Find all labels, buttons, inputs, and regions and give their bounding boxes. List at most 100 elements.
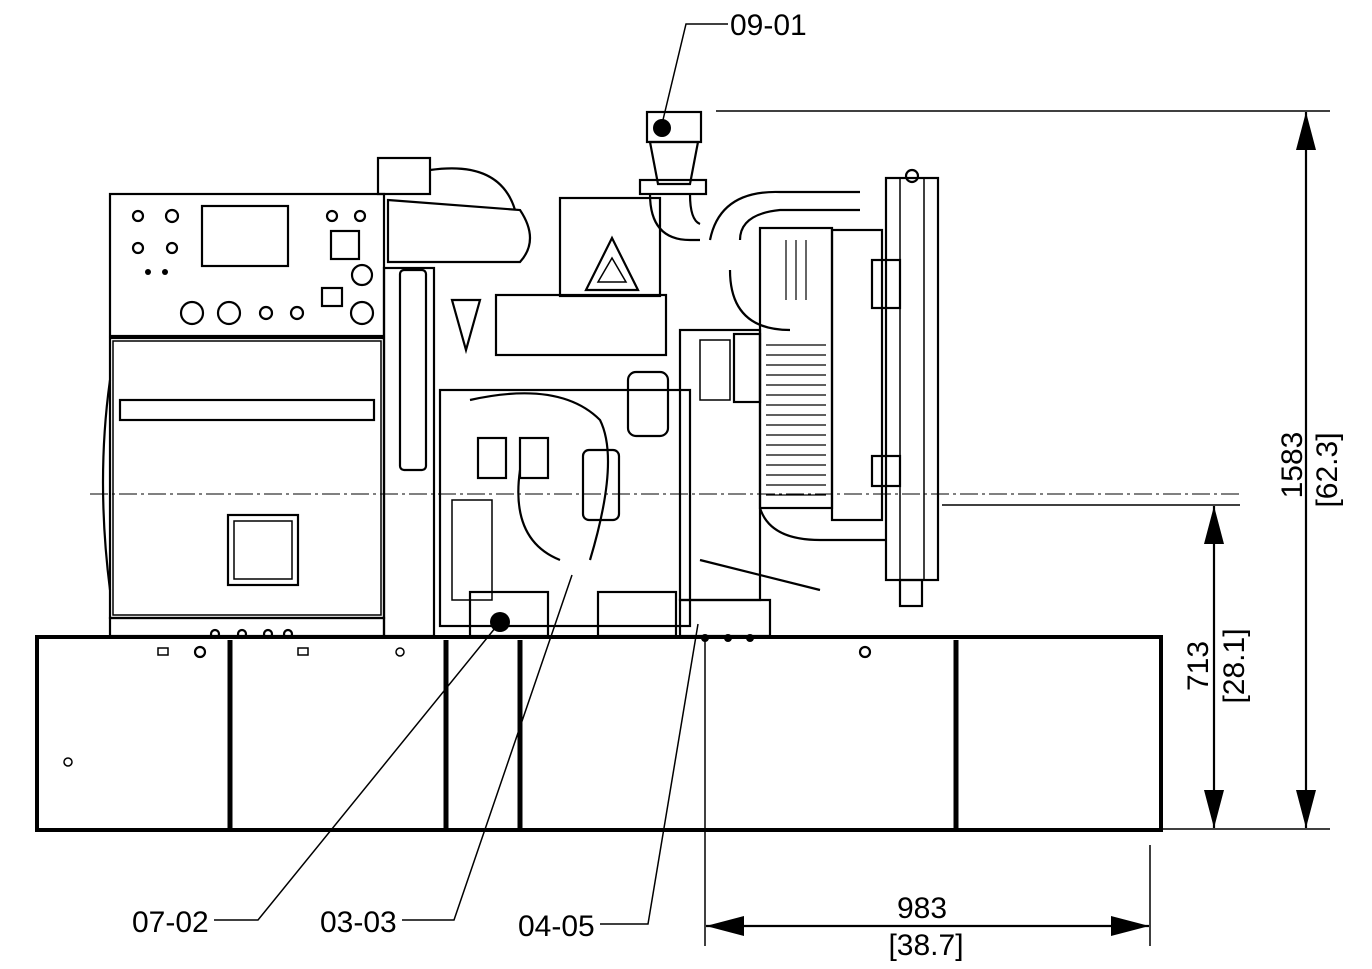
control-panel xyxy=(108,192,386,338)
panel-gauge xyxy=(216,300,242,326)
hot-surface-warning-icon-inner xyxy=(596,256,628,283)
callout-oil-drain: 03-03 xyxy=(320,574,573,939)
arrow-head xyxy=(1111,916,1149,936)
panel-led xyxy=(162,269,168,275)
control-panel-box xyxy=(108,192,386,338)
exhaust-flex xyxy=(648,140,700,186)
panel-switch xyxy=(329,229,361,261)
engine-mount-bolt xyxy=(701,634,709,642)
fuel-line xyxy=(517,469,561,562)
engine-mount-bolt xyxy=(746,634,754,642)
air-cleaner-bracket xyxy=(376,156,432,196)
alternator-access-cover-inner xyxy=(233,520,293,580)
arrow-head xyxy=(706,916,744,936)
panel-gauge xyxy=(258,305,274,321)
mount-bolt xyxy=(236,628,248,640)
fuel-injection-pump xyxy=(518,436,550,480)
upper-radiator-hose xyxy=(708,190,860,241)
panel-led xyxy=(145,269,151,275)
alternator-inner xyxy=(112,340,382,616)
panel-gauge xyxy=(289,305,305,321)
radiator xyxy=(699,168,940,608)
hose-support xyxy=(699,558,821,592)
base-slot xyxy=(157,647,169,656)
panel-breaker xyxy=(350,263,374,287)
radiator-foot xyxy=(898,578,924,608)
radiator-frame-inner xyxy=(899,177,925,581)
panel-gauge xyxy=(349,300,375,326)
fuel-filter-body xyxy=(581,448,621,522)
exhaust-elbow-inner xyxy=(688,193,701,226)
dimension-rear-length: 983 [38.7] xyxy=(704,640,1151,962)
panel-knob xyxy=(325,209,339,223)
base-fitting xyxy=(395,647,405,657)
air-cleaner-top xyxy=(429,167,517,211)
exhaust-manifold xyxy=(558,196,662,298)
dimension-center-height: 713 [28.1] xyxy=(942,504,1251,828)
panel-knob xyxy=(131,241,145,255)
alternator-charging xyxy=(699,339,731,401)
callout-fuel-filter: 07-02 xyxy=(132,621,501,939)
arrow-head xyxy=(1204,790,1224,828)
radiator-frame xyxy=(884,176,940,582)
arrow-head xyxy=(1296,112,1316,150)
valve-cover xyxy=(494,293,668,357)
oil-sump xyxy=(468,590,550,638)
exhaust-flange xyxy=(638,178,708,196)
overall-height-mm: 1583 xyxy=(1276,432,1309,499)
panel-switch xyxy=(320,286,344,308)
fuel-line xyxy=(469,392,610,561)
base-frame xyxy=(35,635,1163,832)
controller-display xyxy=(200,204,290,268)
exhaust-cap-bolt xyxy=(653,119,671,137)
leader-line xyxy=(402,574,573,921)
callout-battery-label: 04-05 xyxy=(518,910,595,943)
rear-length-mm: 983 xyxy=(897,892,947,925)
panel-gauge xyxy=(179,300,205,326)
base-fitting xyxy=(63,757,73,767)
alternator-endbell xyxy=(101,379,112,591)
engine-front-cover xyxy=(678,328,762,602)
callout-fuel-filter-label: 07-02 xyxy=(132,906,209,939)
exhaust-elbow xyxy=(648,193,700,242)
panel-knob xyxy=(131,209,145,223)
panel-knob xyxy=(353,209,367,223)
arrow-head xyxy=(1296,790,1316,828)
base-tank-outline xyxy=(35,635,1163,832)
base-fitting xyxy=(193,645,207,659)
upper-radiator-hose-inner xyxy=(738,208,860,241)
rear-length-in: [38.7] xyxy=(888,929,963,962)
dimension-overall-height: 1583 [62.3] xyxy=(716,110,1344,830)
panel-knob xyxy=(165,241,179,255)
oil-filter xyxy=(626,370,670,438)
radiator-core-fins xyxy=(766,240,826,496)
engine-rib xyxy=(451,499,493,601)
alternator-name-plate xyxy=(118,398,376,422)
engine-mount-bolt xyxy=(724,634,732,642)
leader-line xyxy=(661,23,728,125)
engine-block xyxy=(438,388,692,628)
radiator-shroud xyxy=(830,228,884,522)
alternator-housing xyxy=(108,336,386,620)
base-fitting xyxy=(858,645,872,659)
mount-bolt xyxy=(209,628,221,640)
arrow-head xyxy=(1204,506,1224,544)
fuel-injection-pump xyxy=(476,436,508,480)
relay-box xyxy=(732,332,762,404)
engine-mount xyxy=(678,598,772,638)
air-cleaner xyxy=(386,198,532,264)
callout-battery: 04-05 xyxy=(518,623,699,943)
mount-bolt xyxy=(262,628,274,640)
center-height-in: [28.1] xyxy=(1218,628,1251,703)
exhaust-outlet xyxy=(638,110,708,242)
coolant-hose xyxy=(728,269,791,332)
panel-knob xyxy=(164,208,180,224)
center-height-mm: 713 xyxy=(1182,641,1215,691)
base-slot xyxy=(297,647,309,656)
alternator xyxy=(101,336,386,640)
intake-pipe xyxy=(398,268,428,472)
radiator-cap xyxy=(904,168,920,184)
callout-exhaust-label: 09-01 xyxy=(730,9,807,42)
callout-oil-drain-label: 03-03 xyxy=(320,906,397,939)
